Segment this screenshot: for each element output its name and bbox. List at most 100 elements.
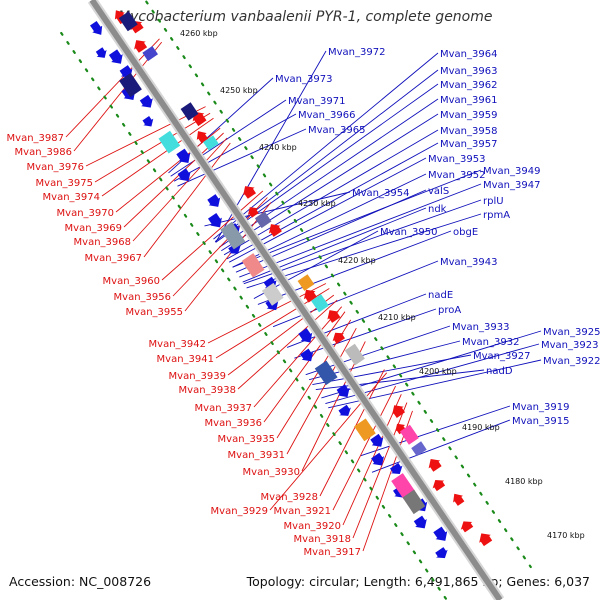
reverse-gene-label: Mvan_3936 [205,418,262,429]
reverse-label-connector [94,112,211,183]
reverse-gene-block [297,274,315,291]
reverse-label-connector [319,369,385,497]
reverse-gene-label: Mvan_3955 [126,307,183,318]
forward-label-connector [218,98,439,248]
reverse-label-connector [143,142,231,258]
reverse-gene-label: Mvan_3939 [169,371,226,382]
reverse-gene-arrow [428,459,442,472]
reverse-label-connector [237,299,338,390]
reverse-label-connector [123,132,224,228]
reverse-gene-label: Mvan_3975 [36,178,93,189]
forward-label-connector [272,260,439,328]
forward-label-connector [294,308,437,359]
reverse-gene-block [311,294,329,313]
reverse-gene-label: Mvan_3929 [211,506,268,517]
forward-gene-label: Mvan_3919 [512,402,569,413]
forward-gene-arrow [90,21,103,35]
reverse-gene-label: Mvan_3942 [149,339,206,350]
forward-gene-arrow [207,194,221,207]
tick-label: 4250 kbp [220,86,258,95]
reverse-label-connector [184,202,272,312]
reverse-gene-label: Mvan_3930 [243,467,300,478]
forward-gene-arrow [371,452,384,466]
reverse-gene-label: Mvan_3956 [114,292,171,303]
tick-label: 4240 kbp [259,143,297,152]
forward-gene-label: Mvan_3966 [298,110,355,121]
forward-label-connector [173,113,297,182]
forward-gene-label: Mvan_3922 [543,356,600,367]
reverse-gene-arrow [327,310,341,323]
forward-gene-label: Mvan_3973 [275,74,332,85]
forward-gene-arrow [176,148,191,163]
reverse-gene-label: Mvan_3918 [294,534,351,545]
forward-gene-label: Mvan_3943 [440,257,497,268]
forward-gene-label: Mvan_3915 [512,416,569,427]
reverse-gene-label: Mvan_3974 [43,192,100,203]
reverse-gene-block [118,11,138,32]
forward-label-connector [177,128,307,187]
forward-gene-block [391,473,416,500]
forward-gene-arrow [108,49,123,64]
reverse-gene-block [203,135,219,151]
reverse-gene-label: Mvan_3976 [27,162,84,173]
reverse-label-connector [253,306,343,408]
forward-gene-arrow [300,348,314,362]
topology-text: Topology: circular; Length: 6,491,865 bp… [246,574,590,589]
reverse-label-connector [85,106,206,167]
tick-label: 4260 kbp [180,29,218,38]
reverse-gene-block [180,102,199,121]
reverse-label-connector [161,190,264,281]
forward-gene-label: ndk [428,204,447,215]
forward-gene-arrow [139,94,153,108]
reverse-gene-arrow [332,332,345,344]
forward-gene-block [261,282,284,306]
forward-gene-label: rplU [483,196,504,207]
forward-label-connector [170,99,287,177]
forward-label-connector [232,169,482,268]
forward-label-connector [215,83,439,243]
reverse-gene-label: Mvan_3935 [218,434,275,445]
forward-gene-label: Mvan_3953 [428,154,485,165]
forward-gene-arrow [336,384,350,398]
forward-gene-block [354,418,376,442]
reverse-gene-arrow [196,131,209,144]
forward-gene-arrow [435,547,448,559]
tick-dots-reverse [143,0,532,569]
forward-gene-label: rpmA [483,210,510,221]
tick-label: 4170 kbp [547,531,585,540]
reverse-gene-label: Mvan_3920 [284,521,341,532]
forward-gene-label: Mvan_3959 [440,110,497,121]
reverse-gene-label: Mvan_3968 [74,237,131,248]
reverse-gene-label: Mvan_3941 [157,354,214,365]
tick-dots-forward [60,31,449,600]
forward-gene-label: Mvan_3954 [352,188,409,199]
forward-gene-label: Mvan_3972 [328,47,385,58]
forward-gene-arrow [433,526,448,541]
reverse-gene-arrow [134,40,148,53]
map-title: Mycobacterium vanbaalenii PYR-1, complet… [118,9,493,25]
forward-gene-arrow [338,404,351,416]
forward-label-connector [371,419,511,473]
forward-gene-label: Mvan_3932 [462,337,519,348]
reverse-label-connector [101,117,214,197]
forward-gene-arrow [177,168,191,182]
reverse-gene-block [344,343,365,366]
forward-gene-label: Mvan_3958 [440,126,497,137]
forward-gene-label: Mvan_3947 [483,180,540,191]
forward-gene-label: valS [428,186,449,197]
reverse-gene-block [142,46,158,62]
reverse-gene-block [254,211,272,229]
accession-text: Accession: NC_008726 [9,574,152,589]
forward-gene-label: obgE [453,227,478,238]
forward-gene-block [314,360,338,386]
reverse-gene-label: Mvan_3938 [179,385,236,396]
forward-gene-label: Mvan_3925 [543,327,600,338]
forward-gene-block [119,72,142,98]
forward-gene-arrow [142,116,154,127]
forward-gene-arrow [370,433,384,447]
forward-gene-label: Mvan_3923 [541,340,598,351]
reverse-gene-arrow [395,423,406,435]
reverse-gene-arrow [460,521,474,533]
reverse-gene-label: Mvan_3931 [228,450,285,461]
